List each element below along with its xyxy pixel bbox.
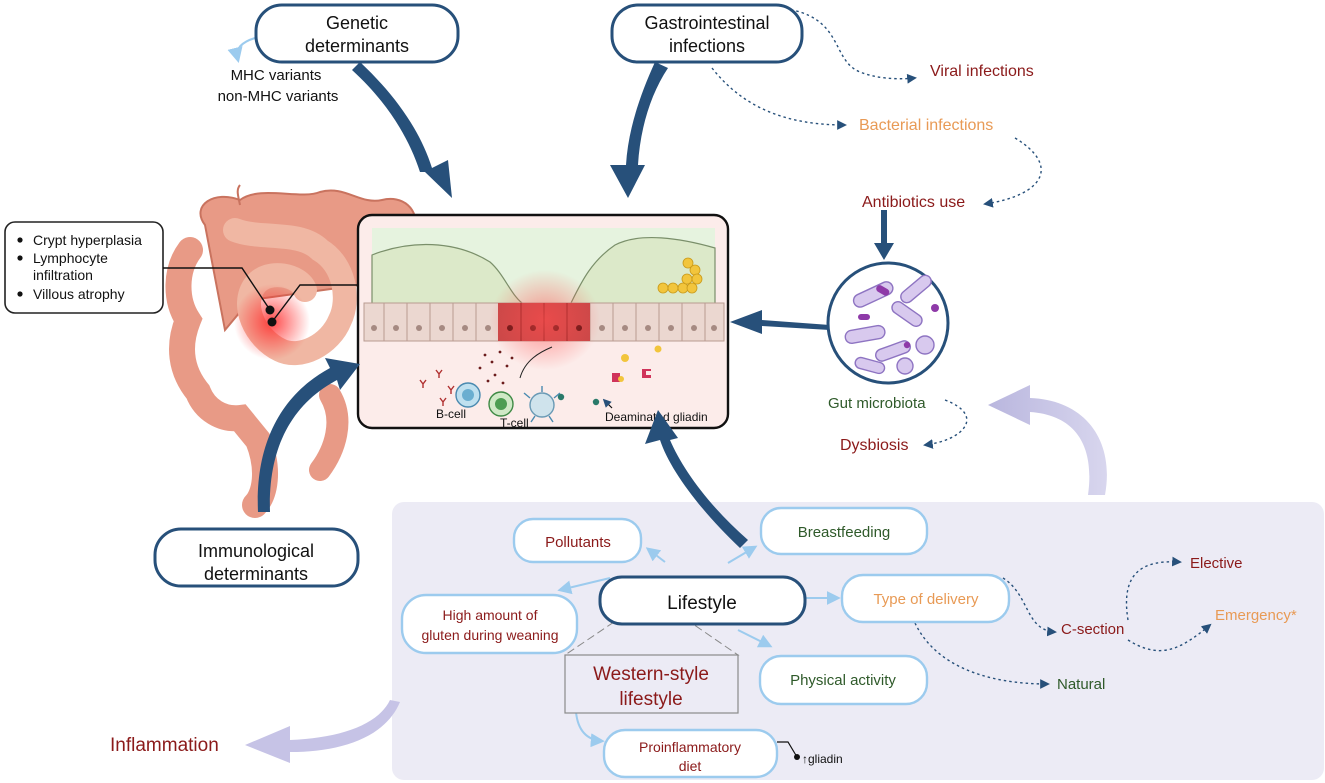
node-lifestyle: Lifestyle: [598, 575, 807, 626]
inflammation-label: Inflammation: [110, 735, 219, 756]
dotted-arrows: [711, 7, 1212, 689]
node-physical-activity: Physical activity: [758, 654, 929, 706]
tissue-panel: B-cell T-cell Deaminated gliadin: [356, 213, 730, 430]
gliadin-callout-dot: [794, 754, 800, 760]
arrow-genetic-to-mhc: [227, 36, 256, 63]
svg-text:High amount of: High amount of: [443, 607, 538, 623]
arrow-gi-to-tissue: [610, 62, 668, 198]
svg-text:diet: diet: [679, 758, 702, 774]
antibiotics-use-label: Antibiotics use: [862, 194, 965, 211]
symptoms-connector: [163, 267, 271, 311]
c-section-label: C-section: [1061, 621, 1124, 638]
arrow-microbiota-to-tissue: [730, 310, 830, 334]
big-arrows: [257, 62, 894, 548]
bcell-label: B-cell: [436, 407, 466, 421]
arrow-antibiotics-to-microbiota: [874, 210, 894, 260]
node-immunological: Immunological determinants: [153, 527, 360, 588]
symptom-villous-atrophy: Villous atrophy: [33, 286, 125, 302]
node-breastfeeding: Breastfeeding: [759, 506, 929, 556]
symptom-infiltration: infiltration: [33, 267, 93, 283]
node-western-style: Western-style lifestyle: [564, 654, 739, 714]
svg-text:Western-style: Western-style: [593, 664, 709, 685]
svg-text:Lifestyle: Lifestyle: [667, 593, 737, 614]
svg-text:Physical activity: Physical activity: [790, 672, 896, 689]
bacterial-infections-label: Bacterial infections: [859, 117, 993, 134]
node-type-of-delivery: Type of delivery: [840, 573, 1011, 624]
gut-microbiota-illustration: [826, 261, 950, 385]
svg-text:Proinflammatory: Proinflammatory: [639, 739, 741, 755]
node-genetic: Genetic determinants: [254, 3, 460, 64]
svg-text:lifestyle: lifestyle: [619, 689, 682, 710]
arrow-genetic-to-tissue: [352, 62, 452, 198]
gliadin-up-label: ↑gliadin: [802, 752, 843, 766]
arrow-immuno-to-tissue: [257, 358, 360, 512]
svg-text:Type of delivery: Type of delivery: [873, 591, 979, 608]
tcell-label: T-cell: [500, 416, 529, 430]
connector-dot: [265, 305, 275, 315]
lifestyle-arrows: [557, 545, 841, 748]
svg-text:Genetic: Genetic: [326, 13, 388, 33]
gut-microbiota-label: Gut microbiota: [828, 395, 926, 412]
gliadin-callout-line: [777, 741, 798, 758]
arrow-lifestyle-to-tissue: [645, 410, 748, 548]
svg-text:Breastfeeding: Breastfeeding: [798, 524, 891, 541]
non-mhc-variants-label: non-MHC variants: [218, 88, 339, 105]
arrow-to-inflammation: [245, 700, 400, 763]
node-pollutants: Pollutants: [512, 517, 643, 564]
svg-text:Immunological: Immunological: [198, 541, 314, 561]
natural-label: Natural: [1057, 676, 1105, 693]
mhc-variants-label: MHC variants: [231, 67, 322, 84]
symptom-lymphocyte: Lymphocyte: [33, 250, 108, 266]
svg-text:infections: infections: [669, 36, 745, 56]
svg-text:determinants: determinants: [305, 36, 409, 56]
connector-dot: [267, 317, 277, 327]
symptoms-box: Crypt hyperplasia Lymphocyte infiltratio…: [4, 221, 164, 314]
node-gastrointestinal: Gastrointestinal infections: [610, 3, 804, 64]
tissue-connector: [271, 284, 360, 323]
dysbiosis-label: Dysbiosis: [840, 437, 908, 454]
svg-text:determinants: determinants: [204, 564, 308, 584]
node-high-gluten: High amount of gluten during weaning: [400, 593, 579, 655]
viral-infections-label: Viral infections: [930, 63, 1034, 80]
arrow-lifestyle-to-microbiota: [988, 385, 1107, 495]
svg-text:gluten during weaning: gluten during weaning: [422, 627, 559, 643]
svg-text:Pollutants: Pollutants: [545, 534, 611, 551]
symptom-crypt-hyperplasia: Crypt hyperplasia: [33, 232, 142, 248]
elective-label: Elective: [1190, 555, 1243, 572]
emergency-label: Emergency*: [1215, 607, 1297, 624]
svg-text:Gastrointestinal: Gastrointestinal: [644, 13, 769, 33]
node-proinflammatory-diet: Proinflammatory diet: [602, 728, 779, 779]
